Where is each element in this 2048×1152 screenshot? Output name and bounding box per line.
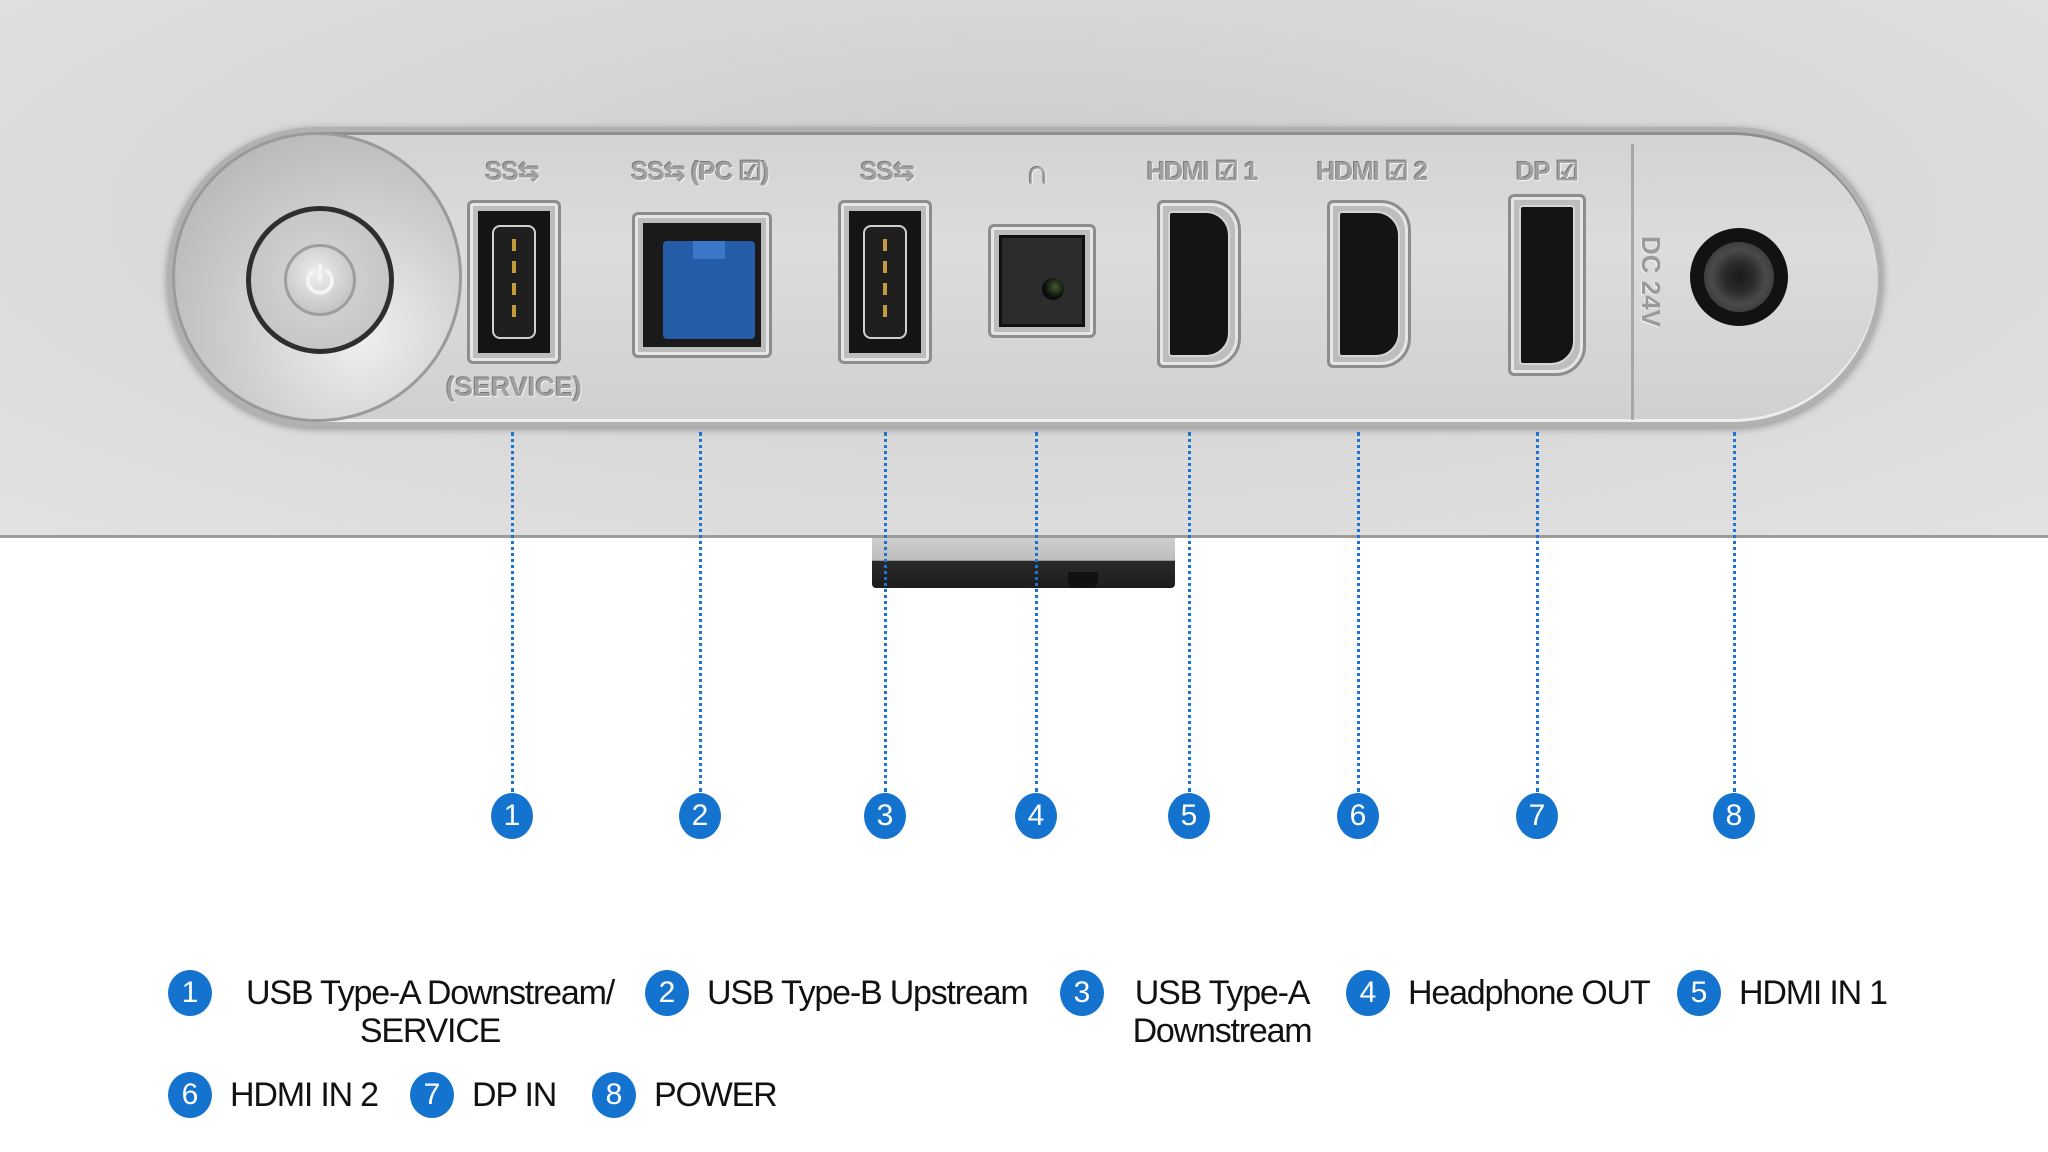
audio-hole — [1042, 278, 1064, 300]
legend-badge: 6 — [168, 1072, 212, 1118]
usb-a-cavity — [478, 211, 550, 353]
usb-a-tongue — [492, 225, 536, 339]
usb-a-cavity — [849, 211, 921, 353]
port-1-embossed-label: SS⇆ — [485, 156, 539, 186]
hdmi-cavity — [1338, 211, 1400, 357]
legend-item-5: 5 HDMI IN 1 — [1677, 970, 1888, 1016]
leader-line-7 — [1536, 432, 1539, 792]
port-6-embossed-label: HDMI ☑ 2 — [1316, 156, 1429, 186]
legend-label: DP IN — [472, 1076, 557, 1114]
port-5-embossed-label: HDMI ☑ 1 — [1146, 156, 1259, 186]
legend-item-7: 7 DP IN — [410, 1072, 557, 1118]
legend-badge: 4 — [1346, 970, 1390, 1016]
power-button[interactable] — [284, 244, 356, 316]
legend-label: Headphone OUT — [1408, 974, 1651, 1012]
legend-item-8: 8 POWER — [592, 1072, 778, 1118]
legend-item-4: 4 Headphone OUT — [1346, 970, 1651, 1016]
power-button-ring — [246, 206, 394, 354]
legend-label: HDMI IN 2 — [230, 1076, 379, 1114]
leader-line-8 — [1733, 432, 1736, 792]
stand-latch — [1068, 572, 1098, 588]
power-button-housing — [172, 132, 462, 422]
port-7-embossed-label: DP ☑ — [1515, 156, 1579, 186]
hdmi-in-1-port[interactable] — [1157, 200, 1241, 368]
service-sub-label: (SERVICE) — [445, 372, 583, 402]
hdmi-cavity — [1168, 211, 1230, 357]
usb-b-cavity — [643, 223, 761, 347]
power-icon — [306, 264, 334, 295]
headphone-cavity — [999, 235, 1085, 327]
usb-a-service-port[interactable] — [467, 200, 561, 364]
callout-badge-1: 1 — [491, 793, 533, 839]
usb-a-tongue — [863, 225, 907, 339]
legend-label: USB Type-A Downstream — [1132, 974, 1313, 1050]
panel-divider — [1631, 144, 1634, 420]
dc-power-jack[interactable] — [1690, 228, 1788, 326]
legend-item-3: 3 USB Type-A Downstream — [1060, 970, 1322, 1050]
callout-badge-7: 7 — [1516, 793, 1558, 839]
usb-b-connector — [663, 241, 755, 339]
leader-line-2 — [699, 432, 702, 792]
callout-badge-2: 2 — [679, 793, 721, 839]
legend-badge: 3 — [1060, 970, 1104, 1016]
legend-item-1: 1 USB Type-A Downstream/ SERVICE — [168, 970, 630, 1050]
legend-label: POWER — [654, 1076, 778, 1114]
port-3-embossed-label: SS⇆ — [860, 156, 914, 186]
callout-badge-5: 5 — [1168, 793, 1210, 839]
legend-badge: 2 — [645, 970, 689, 1016]
usb-a-downstream-port[interactable] — [838, 200, 932, 364]
callout-badge-8: 8 — [1713, 793, 1755, 839]
legend-badge: 5 — [1677, 970, 1721, 1016]
legend-badge: 7 — [410, 1072, 454, 1118]
dc-24v-label: DC 24V — [1636, 235, 1667, 328]
callout-badge-3: 3 — [864, 793, 906, 839]
io-port-panel: SS⇆ (SERVICE) SS⇆ (PC ☑) SS⇆ — [167, 127, 1883, 427]
usb-b-upstream-port[interactable] — [632, 212, 772, 358]
dp-cavity — [1519, 205, 1575, 365]
leader-line-5 — [1188, 432, 1191, 792]
legend-label: USB Type-B Upstream — [707, 974, 1029, 1012]
displayport-in-port[interactable] — [1508, 194, 1586, 376]
legend-badge: 8 — [592, 1072, 636, 1118]
port-2-embossed-label: SS⇆ (PC ☑) — [631, 156, 770, 186]
monitor-stand-base — [872, 538, 1175, 588]
leader-line-1 — [511, 432, 514, 792]
legend-label: USB Type-A Downstream/ SERVICE — [246, 974, 615, 1050]
headphone-icon: ∩ — [1025, 154, 1050, 192]
leader-line-3 — [884, 432, 887, 792]
legend-item-6: 6 HDMI IN 2 — [168, 1072, 379, 1118]
leader-line-6 — [1357, 432, 1360, 792]
leader-line-4 — [1035, 432, 1038, 792]
headphone-out-jack[interactable] — [988, 224, 1096, 338]
callout-badge-6: 6 — [1337, 793, 1379, 839]
legend-item-2: 2 USB Type-B Upstream — [645, 970, 1029, 1016]
hdmi-in-2-port[interactable] — [1327, 200, 1411, 368]
legend-badge: 1 — [168, 970, 212, 1016]
dc-jack-pin — [1704, 242, 1774, 312]
callout-badge-4: 4 — [1015, 793, 1057, 839]
legend-label: HDMI IN 1 — [1739, 974, 1888, 1012]
